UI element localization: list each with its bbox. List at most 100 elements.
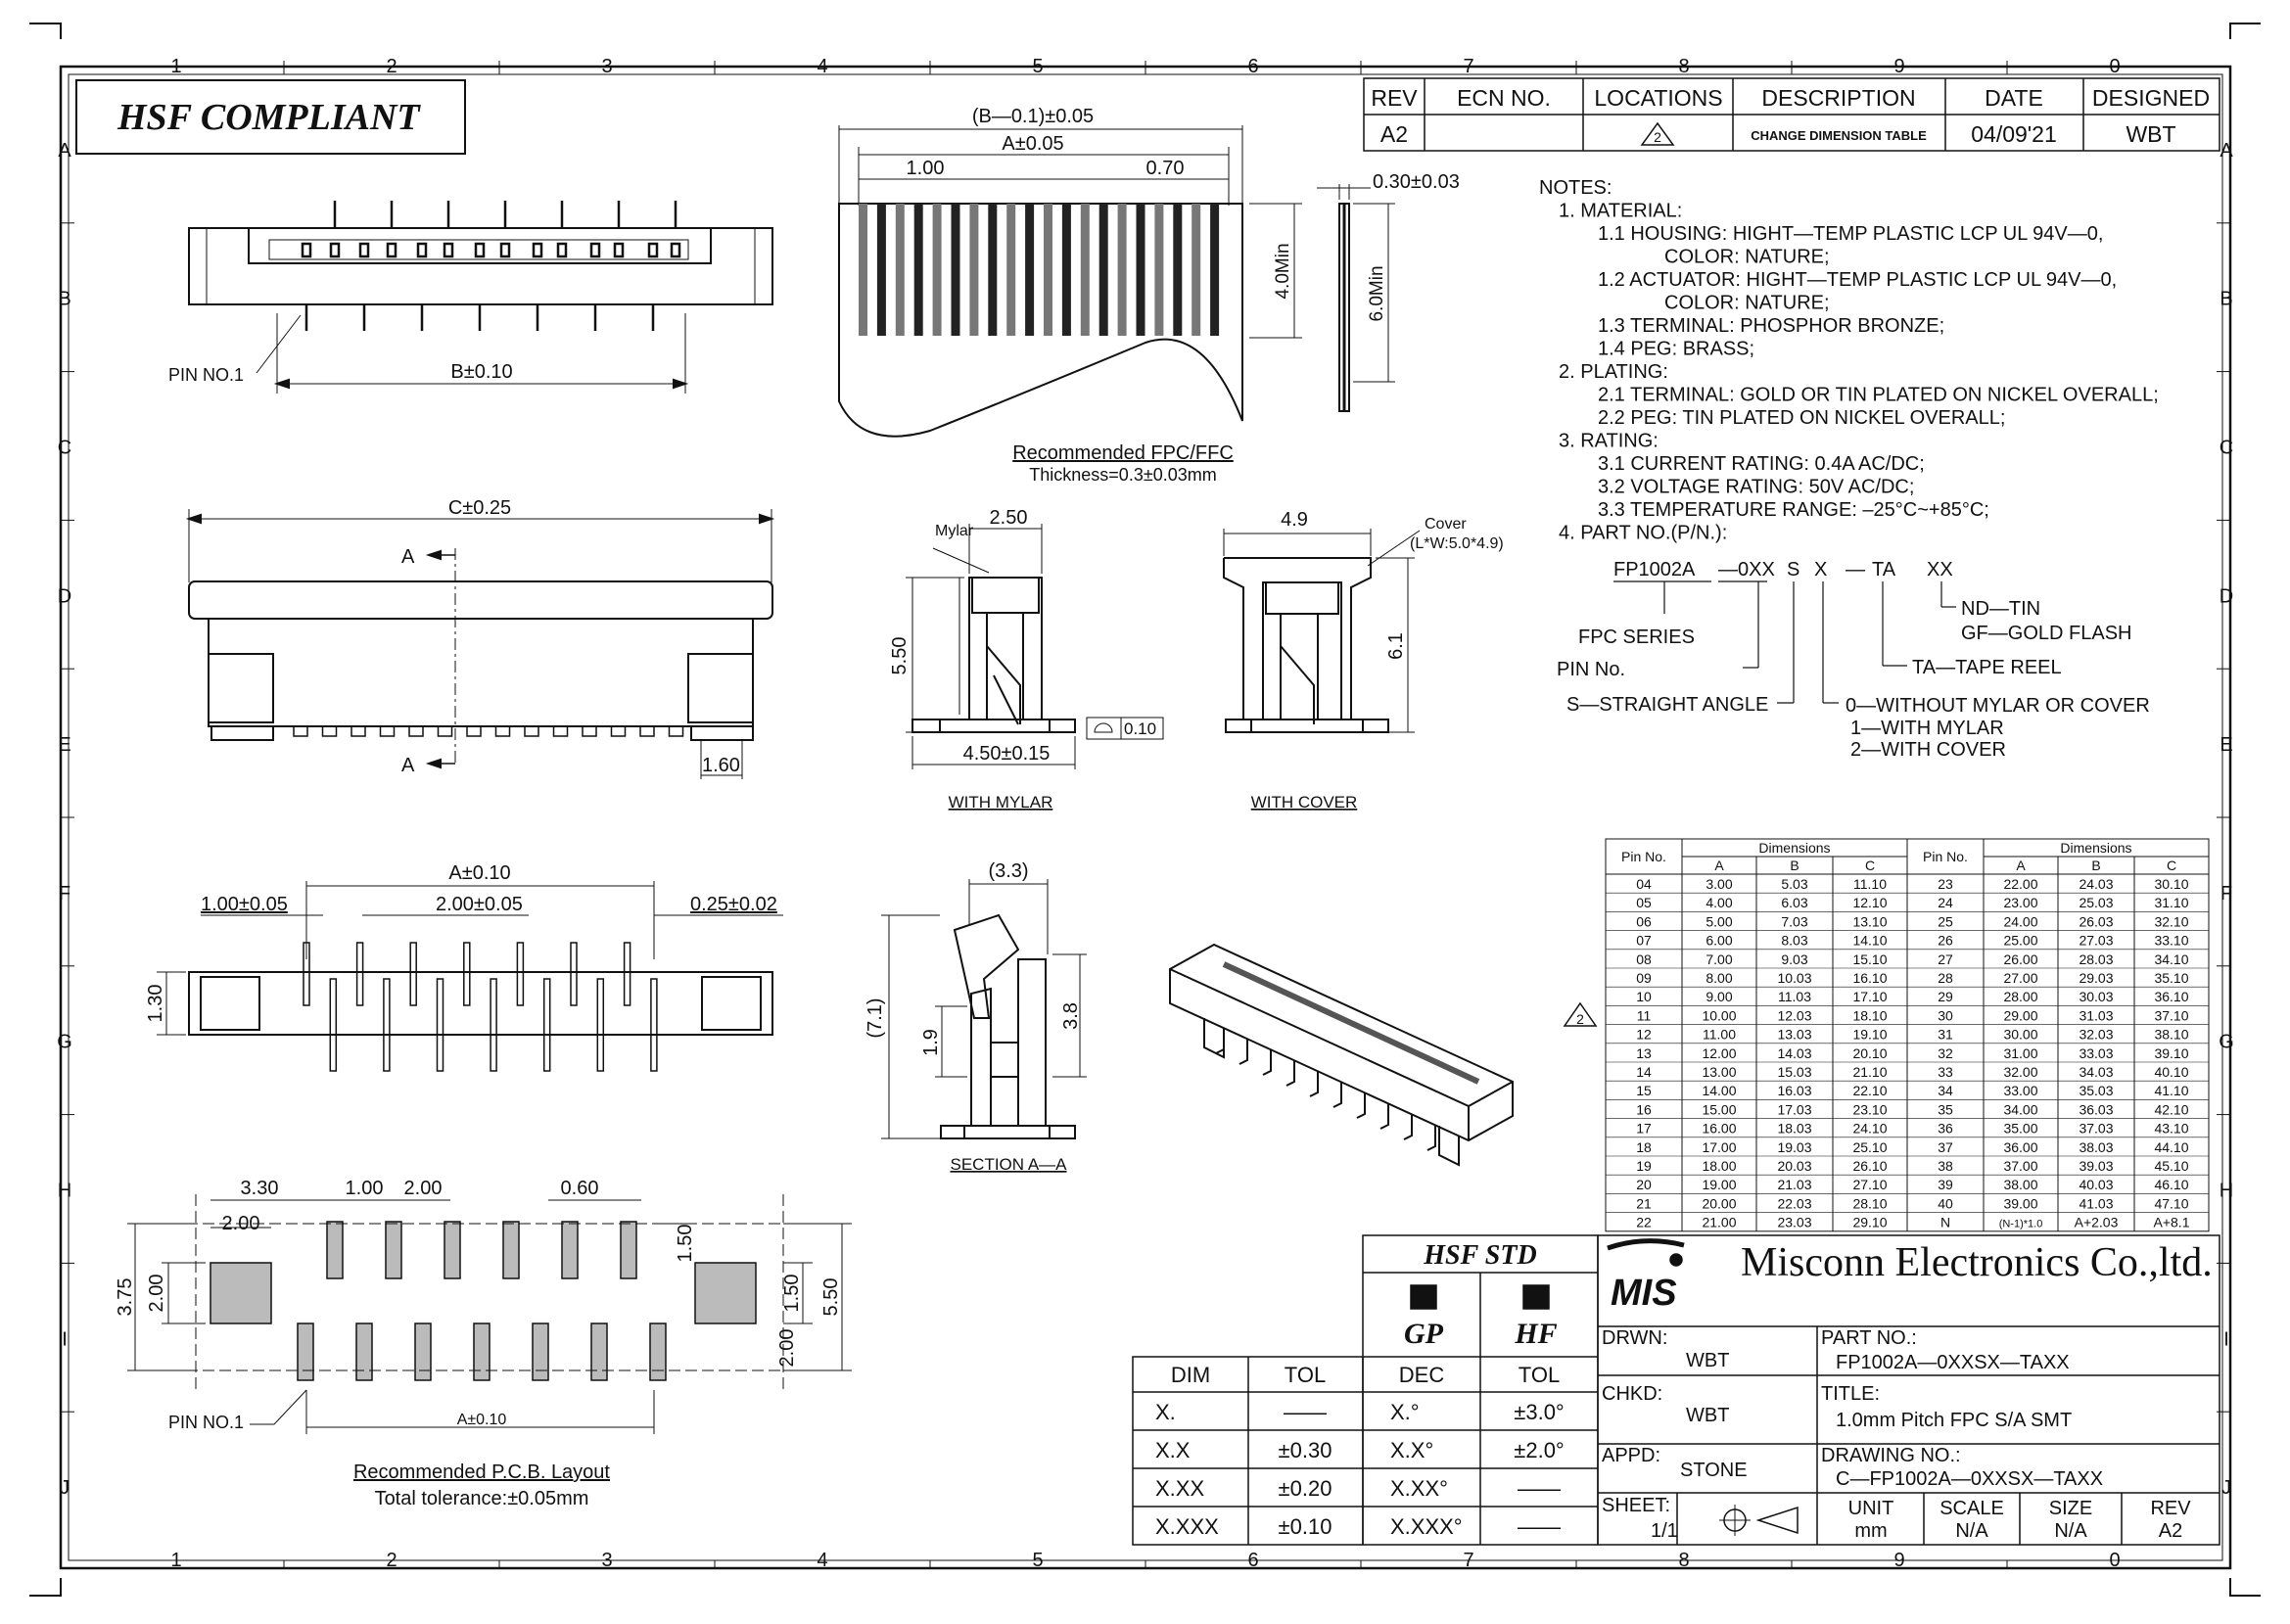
pin-contact (358, 242, 370, 258)
iso-pin (1403, 1114, 1413, 1140)
dim-table-cell: 29.10 (1852, 1215, 1887, 1230)
dim-table-cell: 31 (1938, 1027, 1953, 1043)
dim-table-cell: 30 (1938, 1007, 1953, 1023)
dim-table-cell: 19 (1636, 1158, 1652, 1174)
dim-table-cell: 32.00 (2003, 1064, 2037, 1080)
cover-dimension: (L*W:5.0*4.9) (1410, 535, 1504, 552)
dim-table-cell: 20.03 (1777, 1158, 1811, 1174)
dim-table-cell: 19.10 (1852, 1027, 1887, 1043)
dim-table-cell: 15.03 (1777, 1064, 1811, 1080)
dim-table-cell: 13.03 (1777, 1027, 1811, 1043)
bottom-pin (570, 942, 578, 1006)
dim-table-cell: 32 (1938, 1045, 1953, 1061)
dim-table-cell: 10.03 (1777, 970, 1811, 986)
note-line: 3.2 VOLTAGE RATING: 50V AC/DC; (1598, 477, 1914, 498)
dim-4-50: 4.50±0.15 (963, 743, 1051, 765)
pn-opt1: 1—WITH MYLAR (1850, 718, 2004, 739)
tolerance-cell: X.XXX° (1390, 1514, 1463, 1539)
with-cover-drawing (1223, 529, 1421, 733)
dim-table-cell: 35.00 (2003, 1121, 2037, 1137)
dim-table-cell: 43.10 (2154, 1121, 2188, 1137)
note-line: 2.2 PEG: TIN PLATED ON NICKEL OVERALL; (1598, 407, 2005, 429)
column-label-top: 5 (1032, 56, 1043, 77)
note-line: COLOR: NATURE; (1664, 247, 1830, 268)
tolerance-cell: —— (1518, 1514, 1561, 1539)
pin-contact (416, 242, 428, 258)
pcb-pad-lower (649, 1322, 667, 1381)
dim-table-cell: 06 (1636, 913, 1652, 929)
with-mylar-drawing (906, 524, 1164, 769)
dim-table-cell: 34 (1938, 1083, 1953, 1098)
row-label-right: H (2220, 1181, 2233, 1202)
dim-table-cell: 35.10 (2154, 970, 2188, 986)
dim-table-cell: 35.03 (2079, 1083, 2113, 1098)
column-label-bottom: 3 (601, 1550, 612, 1571)
dim-3-3: (3.3) (988, 860, 1028, 882)
column-label-top: 1 (170, 56, 181, 77)
pcb-dim-2-00-d: 2.00 (776, 1329, 798, 1368)
rev-value-block: A2 (2159, 1520, 2182, 1542)
dim-table-cell: 27.10 (1852, 1177, 1887, 1192)
fpc-contact-stripe (913, 204, 923, 336)
dim-table-cell: 29 (1938, 989, 1953, 1004)
dim-table-cell: 25.10 (1852, 1139, 1887, 1155)
fpc-contact-stripe (1080, 204, 1090, 336)
pn-series: FP1002A (1613, 559, 1696, 580)
dim-table-col-header: C (2167, 858, 2176, 873)
dim-table-cell: 6.03 (1781, 895, 1807, 910)
dim-table-cell: 4.00 (1706, 895, 1732, 910)
note-line: 4. PART NO.(P/N.): (1559, 523, 1727, 544)
dim-4-9: 4.9 (1281, 509, 1308, 531)
drawn-value: WBT (1686, 1350, 1729, 1371)
iso-pin (1356, 1092, 1366, 1119)
a-005-dimension: A±0.05 (1002, 133, 1063, 155)
dim-table-cell: 37.03 (2079, 1121, 2113, 1137)
fpc-width-dim: 0.70 (1146, 158, 1185, 179)
ecn-header: ECN NO. (1457, 85, 1551, 111)
pcb-pad-lower (355, 1322, 373, 1381)
pn-dash: — (1846, 559, 1865, 580)
column-label-top: 2 (386, 56, 397, 77)
pcb-pad-upper (620, 1221, 637, 1279)
location-value: 2 (1654, 129, 1661, 145)
dim-table-cell: 27 (1938, 951, 1953, 967)
dim-table-cell: 11.10 (1853, 876, 1887, 892)
dim-table-cell: 34.10 (2154, 951, 2188, 967)
row-label-left: I (62, 1328, 68, 1350)
pin-contact (556, 242, 568, 258)
pin-no1-label-pcb: PIN NO.1 (168, 1413, 244, 1432)
size-label: SIZE (2049, 1498, 2092, 1519)
dim-table-cell: 5.03 (1781, 876, 1807, 892)
bottom-view-drawing (157, 881, 783, 1072)
fpc-contact-stripe (1192, 204, 1201, 336)
row-label-left: C (58, 438, 71, 459)
dim-1-30: 1.30 (145, 985, 166, 1023)
pin-contact (474, 242, 486, 258)
tolerance-cell: ±0.30 (1279, 1438, 1332, 1462)
row-label-left: E (58, 734, 70, 756)
dim-table-cell: 18.00 (1702, 1158, 1736, 1174)
dim-6-1: 6.1 (1385, 632, 1407, 660)
hsf-compliant-label: HSF COMPLIANT (117, 97, 421, 138)
dim-table-cell: 39 (1938, 1177, 1953, 1192)
front-pin (293, 725, 308, 737)
dim-table-cell: 24.10 (1852, 1121, 1887, 1137)
dim-header: DIM (1171, 1363, 1210, 1387)
gp-label: GP (1404, 1318, 1444, 1350)
description-header: DESCRIPTION (1761, 85, 1915, 111)
dim-table-cell: 44.10 (2154, 1139, 2188, 1155)
pin-contact (613, 242, 625, 258)
rev-value: A2 (1380, 121, 1408, 147)
fpc-contact-stripe (1061, 204, 1071, 336)
dim-table-cell: 17.00 (1702, 1139, 1736, 1155)
row-label-left: F (59, 883, 70, 905)
note-line: NOTES: (1539, 177, 1612, 199)
dim-table-cell: 31.10 (2154, 895, 2188, 910)
fpc-contact-stripe (1044, 204, 1052, 336)
fpc-contact-stripe (1006, 204, 1016, 336)
dim-table-cell: A+8.1 (2154, 1215, 2190, 1230)
dec-header: DEC (1399, 1363, 1445, 1387)
note-line: 3.1 CURRENT RATING: 0.4A AC/DC; (1598, 453, 1925, 475)
pcb-dim-1-50-b: 1.50 (781, 1275, 803, 1313)
dim-table-cell: 25 (1938, 913, 1953, 929)
